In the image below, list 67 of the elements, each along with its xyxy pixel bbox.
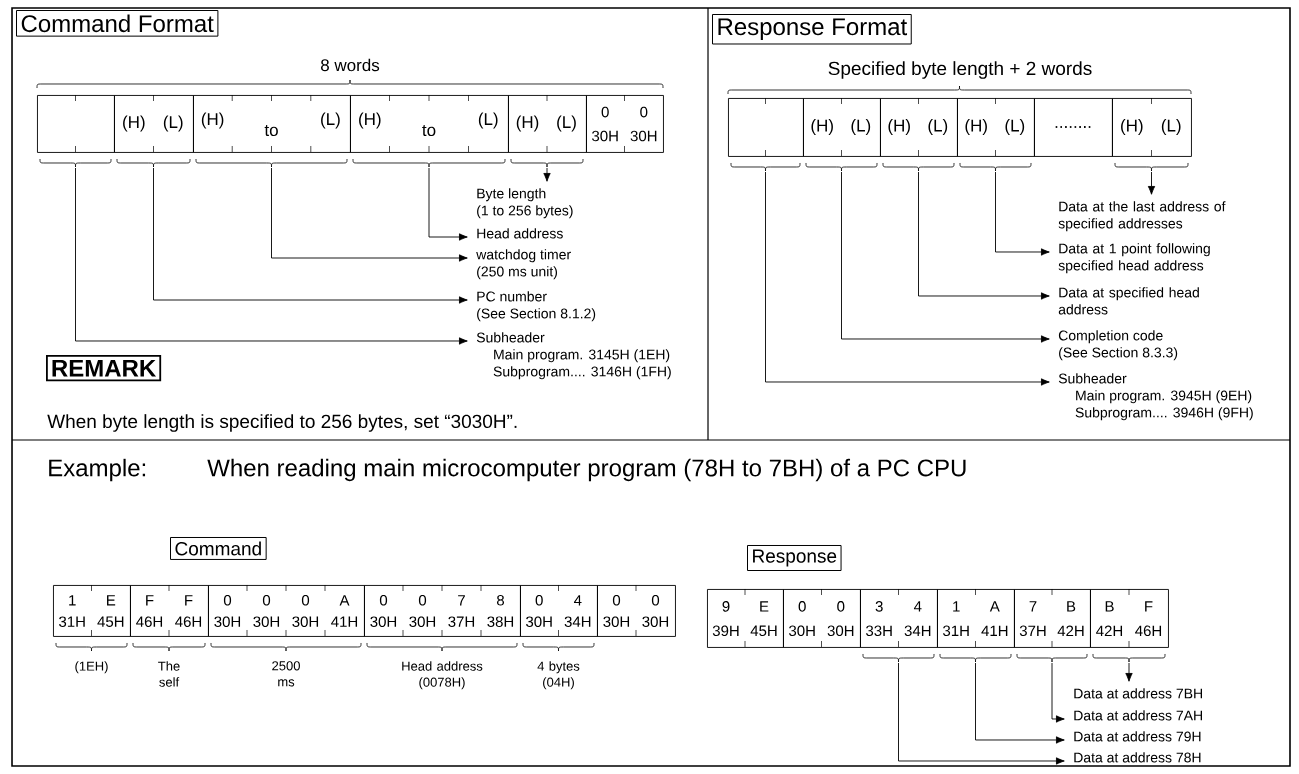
leader-arrow <box>1147 171 1156 195</box>
description-text: Head address <box>477 228 563 239</box>
leader-arrow <box>271 167 468 262</box>
field-box: 0 0 30H 30H <box>586 94 664 153</box>
description-text: PC number (See Section 8.1.2) <box>477 291 596 322</box>
title-box: Command <box>170 537 267 560</box>
leader-arrow <box>543 167 551 182</box>
description-text: Byte length (1 to 256 bytes) <box>477 188 573 219</box>
leader-arrow <box>153 167 468 304</box>
description-text: Subheader Main program. 3945H (9EH) Subprogram.... 3946H (9FH) <box>1058 373 1253 421</box>
field-box <box>37 94 115 153</box>
leader-arrow <box>765 171 1050 386</box>
field-box: (H) (L) <box>803 97 881 157</box>
example-text: When reading main microcomputer program (78H to 7BH) of a PC CPU <box>207 458 966 482</box>
field-box: (H) to (L) <box>350 94 509 153</box>
description-text: Data at specified head address <box>1058 287 1199 315</box>
title-box: Command Format <box>16 10 219 37</box>
field-box: (H) (L) <box>508 94 587 153</box>
description-text: Subheader Main program. 3145H (1EH) Subprogram.... 3146H (1FH) <box>476 332 671 380</box>
field-box: 9 E 39H 45H <box>707 588 784 648</box>
dimension-label: 8 words <box>321 58 380 72</box>
field-box: (H) (L) <box>957 97 1035 157</box>
description-text: Data at address 78H <box>1074 752 1201 763</box>
field-box <box>728 97 804 157</box>
field-box: F F 46H 46H <box>130 584 209 637</box>
leader-arrow <box>1125 662 1133 682</box>
field-box: (H) (L) <box>114 94 194 153</box>
leader-arrow <box>841 171 1050 343</box>
brace-label: (1EH) <box>75 661 108 674</box>
leader-arrow <box>975 662 1065 744</box>
description-text: watchdog timer (250 ms unit) <box>476 249 571 280</box>
description-text: Data at 1 point following specified head address <box>1058 243 1210 274</box>
field-box: 1 E 31H 45H <box>53 584 131 637</box>
note-text: When byte length is specified to 256 bytes, set “3030H”. <box>47 414 517 432</box>
brace-label: 2500 ms <box>272 661 300 687</box>
field-box: 0 0 30H 30H <box>783 588 861 648</box>
field-box: 0 0 30H 30H <box>597 584 676 637</box>
description-text: Data at address 7BH <box>1074 688 1202 699</box>
brace-label: 4 bytes (04H) <box>537 661 580 690</box>
field-box: 1 A 31H 41H <box>937 588 1015 648</box>
title-box: Response Format <box>712 14 912 45</box>
field-box: 3 4 33H 34H <box>860 588 938 648</box>
example-label: Example: <box>49 458 146 482</box>
field-box: 0 0 7 8 30H 30H 37H 38H <box>364 584 521 637</box>
field-box: B F 42H 46H <box>1090 588 1169 648</box>
description-text: Data at address 7AH <box>1074 710 1202 721</box>
leader-arrow <box>898 662 1065 765</box>
leader-arrow <box>1051 662 1065 723</box>
dimension-label: Specified byte length + 2 words <box>828 61 1092 79</box>
brace-label: Head address (0078H) <box>402 661 483 690</box>
description-text: Data at address 79H <box>1074 731 1201 742</box>
leader-arrow <box>995 171 1050 256</box>
brace-label: The self <box>158 661 180 687</box>
leader-arrow <box>918 171 1050 300</box>
leader-arrow <box>75 167 468 345</box>
field-box: 0 0 0 A 30H 30H 30H 41H <box>208 584 365 637</box>
description-text: Completion code (See Section 8.3.3) <box>1058 330 1178 361</box>
remark-box: REMARK <box>46 355 162 382</box>
field-box: 0 4 30H 34H <box>520 584 598 637</box>
leader-arrow <box>428 167 468 241</box>
field-box: (H) (L) <box>1112 97 1192 157</box>
field-box: 7 B 37H 42H <box>1014 588 1091 648</box>
field-box: (H) to (L) <box>193 94 351 153</box>
description-text: Data at the last address of specified addresses <box>1058 201 1226 232</box>
field-box: ........ <box>1034 98 1113 157</box>
field-box: (H) (L) <box>880 97 958 157</box>
title-box: Response <box>747 545 842 571</box>
